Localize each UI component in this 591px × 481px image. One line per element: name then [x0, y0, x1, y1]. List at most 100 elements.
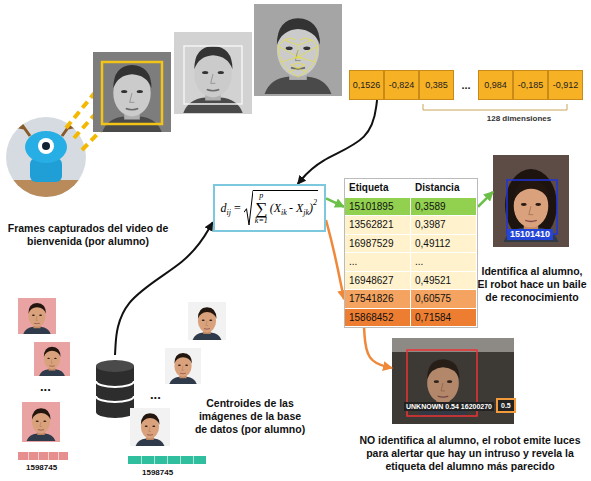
robot-head [25, 131, 67, 163]
robot-icon: Frames capturados del video de bienvenid… [6, 116, 88, 198]
table-cell: Distancia [411, 179, 477, 198]
radical-stroke [244, 191, 253, 226]
formula-symbol: ) [309, 201, 313, 216]
thumbnail-background [188, 302, 226, 340]
caption: Identifica al alumno, El robot hace un b… [477, 265, 587, 303]
formula-symbol: - X [289, 201, 303, 216]
summation: p∑k=1 [255, 192, 268, 225]
alignment-box [184, 46, 242, 104]
connector-arrow [478, 192, 493, 207]
robot-eye [38, 138, 54, 154]
vector-value: 0,1526 [349, 70, 384, 100]
caption: NO identifica al alumno, el robot emite … [352, 434, 588, 472]
robot-photo [6, 117, 86, 197]
face-thumbnail [169, 353, 196, 384]
table-cell: 17541826 [345, 290, 411, 309]
photo-background [6, 117, 86, 197]
face-photo [504, 180, 559, 242]
face-thumbnail [23, 303, 50, 334]
face-thumbnail [136, 413, 165, 446]
landmark-mesh [278, 38, 318, 77]
formula-symbol: d [221, 201, 227, 216]
dimension-label: 128 dimensiones [444, 114, 591, 123]
database-top [96, 360, 134, 372]
caption: Centroides de las imágenes de la base de… [194, 397, 306, 435]
student-id-tag: 15101410 [507, 229, 553, 240]
formula-symbol: jk [303, 208, 309, 217]
radicand: p∑k=1(Xik- Xjk)2 [253, 190, 318, 225]
table-cell: 0,49112 [411, 235, 477, 254]
score-box: 0.5 [496, 398, 516, 413]
formula-symbol: ik [281, 208, 287, 217]
feature-vector: 0,1526-0,8240,385...0,984-0,185-0,912128… [349, 70, 583, 100]
formula-symbol: (X [270, 201, 281, 216]
photo-background [493, 155, 569, 247]
connector-arrow [326, 220, 344, 299]
formula-symbol: ∑ [255, 200, 267, 217]
vector-value: -0,824 [384, 70, 419, 100]
intruder-photo: UNKNOWN 0.54 162002700.5NO identifica al… [392, 338, 514, 424]
square-root: p∑k=1(Xik- Xjk)2 [244, 190, 318, 226]
thumbnail-background [165, 348, 201, 384]
robot-pupil [42, 142, 50, 150]
student-id: 1598745 [26, 463, 57, 472]
table-cell: Etiqueta [345, 179, 411, 198]
strip-dividers [142, 456, 194, 464]
thumbnail-background [18, 298, 56, 334]
caption: Frames capturados del video de bienvenid… [2, 222, 174, 248]
vector-value: 0,385 [419, 70, 454, 100]
photo-background [254, 4, 342, 96]
formula-symbol: ij [227, 208, 231, 217]
database-bands [96, 381, 134, 402]
thumbnail-background [22, 402, 60, 442]
table-cell: ... [345, 253, 411, 272]
photo-background [174, 32, 252, 114]
dimension-bracket [423, 104, 567, 110]
vector-value: ... [454, 70, 478, 100]
formula-symbol: 2 [313, 198, 317, 207]
vector-value: 0,984 [478, 70, 513, 100]
vector-value: -0,185 [513, 70, 548, 100]
ellipsis: ... [150, 387, 161, 402]
recognition-box [507, 180, 557, 234]
table-cell: 16948627 [345, 272, 411, 291]
connector-arrow [298, 100, 377, 184]
table-cell: 0,60575 [411, 290, 477, 309]
ellipsis: ... [40, 379, 51, 394]
connector-arrow [326, 198, 344, 206]
table-cell: 15101895 [345, 198, 411, 217]
face-photo [265, 18, 332, 94]
feature-strip [128, 456, 206, 464]
thumbnail-background [34, 342, 70, 376]
face-thumbnail [27, 408, 56, 441]
table-cell: 13562821 [345, 216, 411, 235]
student-id: 1598745 [142, 468, 173, 477]
formula-symbol: = [234, 201, 241, 216]
distance-table: EtiquetaDistancia151018950,3589135628210… [344, 178, 478, 328]
database-icon: Centroides de las imágenes de la base de… [94, 355, 136, 421]
face-photo [183, 46, 242, 113]
formula-symbol: p [259, 192, 263, 200]
distance-formula: dij= p∑k=1(Xik- Xjk)2 [213, 184, 326, 232]
table-cell: 0,49521 [411, 272, 477, 291]
feature-strip [18, 452, 68, 460]
table-cell: 15868452 [345, 309, 411, 328]
identified-photo: 15101410Identifica al alumno, El robot h… [493, 155, 569, 247]
table [6, 180, 86, 197]
table-cell: 16987529 [345, 235, 411, 254]
detection-box [102, 62, 162, 124]
vector-value: -0,912 [548, 70, 583, 100]
strip-dividers [29, 452, 59, 460]
unknown-tag: UNKNOWN 0.54 16200270 [404, 402, 494, 411]
formula-symbol: k=1 [255, 217, 268, 225]
face-photo [102, 65, 161, 132]
table-cell: 0,3589 [411, 198, 477, 217]
face-thumbnail [193, 307, 222, 340]
radical-sign [244, 190, 253, 226]
table-cell: ... [411, 253, 477, 272]
face-thumbnail [39, 347, 65, 376]
database-body [96, 366, 134, 418]
connector-arrow [364, 328, 392, 368]
